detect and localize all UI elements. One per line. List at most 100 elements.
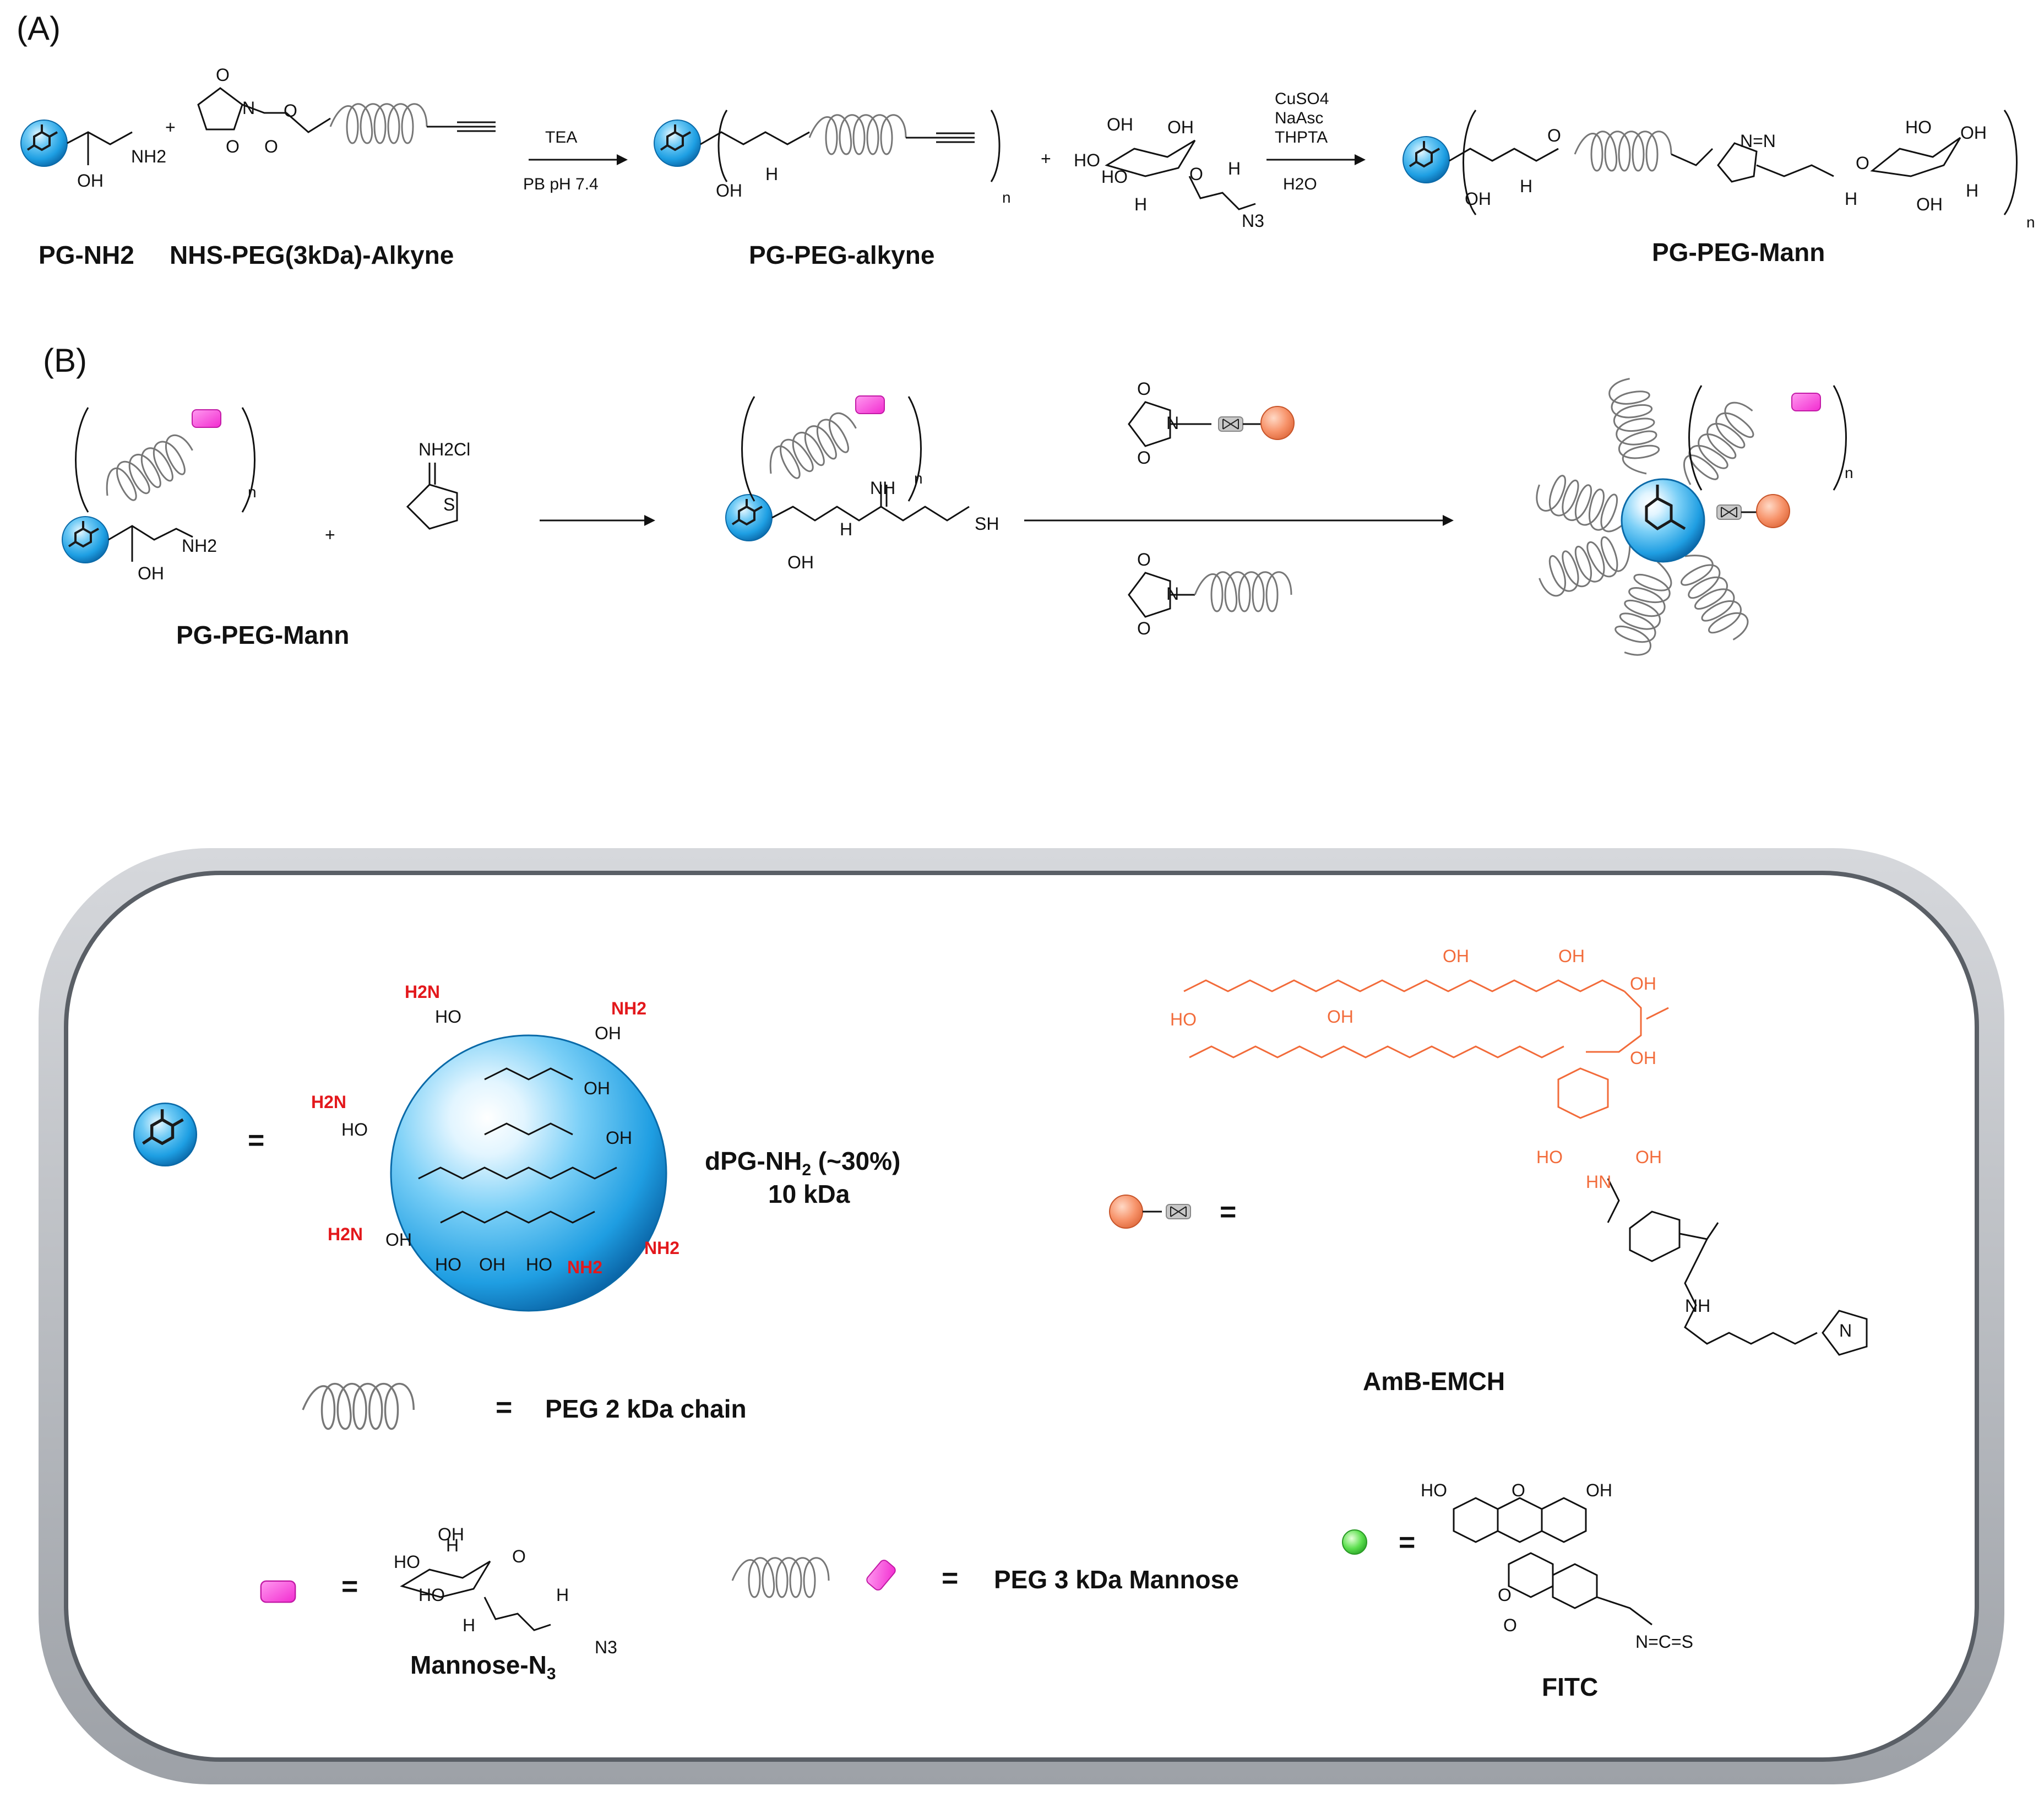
plus-2: + (1041, 149, 1051, 169)
fitc-ball-icon (1342, 1529, 1367, 1555)
mann-prod-h2: H (1845, 189, 1858, 209)
mann-prod-ho: HO (1905, 117, 1932, 137)
amb-oh-4: OH (1630, 974, 1656, 994)
mal1-o2: O (1137, 448, 1151, 468)
nhs-n: N (242, 98, 256, 118)
mann-l-oh: OH (438, 1524, 464, 1544)
amb-ho: HO (1170, 1009, 1197, 1029)
mal1-o1: O (1137, 379, 1151, 399)
core-nh2-1: NH2 (611, 998, 647, 1018)
amb-hn: HN (1586, 1172, 1612, 1192)
mann-l-h1: H (446, 1535, 459, 1555)
mann-l-ho1: HO (394, 1552, 420, 1572)
nhs-peg-name: NHS-PEG(3kDa)-Alkyne (170, 241, 454, 269)
eq-fitc: = (1399, 1527, 1416, 1559)
panel-a (20, 87, 2018, 215)
emch-n: N (1839, 1321, 1852, 1340)
pg-nh2-amine: NH2 (131, 146, 167, 166)
core-ho-4: HO (526, 1255, 552, 1274)
mann-prod-h: H (1520, 176, 1533, 196)
eq-mannose: = (341, 1571, 358, 1603)
mann-prod-n-sub: n (2026, 214, 2035, 231)
thiol-n-sub: n (914, 470, 923, 487)
emch-linker (1607, 1178, 1868, 1356)
nhs-o3: O (284, 101, 297, 121)
alkyne-a1 (427, 121, 496, 132)
eq-drug: = (1220, 1196, 1237, 1228)
mal2-n: N (1166, 584, 1179, 604)
fitc-o3: O (1503, 1615, 1517, 1635)
legend-frame (39, 848, 2004, 1784)
product-n-sub: n (1845, 464, 1853, 481)
thiol-oh: OH (787, 552, 814, 572)
thiol-sh: SH (975, 514, 999, 534)
emch-nh: NH (1685, 1296, 1711, 1316)
step1-condition: PB pH 7.4 (523, 175, 599, 193)
core-oh-5: OH (584, 1078, 610, 1098)
step2-cuso4: CuSO4 (1275, 90, 1329, 108)
mann-prod-oh: OH (1465, 189, 1491, 209)
core-oh-3: OH (479, 1255, 505, 1274)
mal1-n: N (1166, 413, 1179, 433)
plus-1: + (165, 117, 176, 137)
mann-a-oh1: OH (1107, 115, 1133, 134)
product-star-polymer (1530, 374, 1847, 661)
panel-b (61, 374, 1847, 661)
mann-l-ho2: HO (418, 1585, 445, 1605)
eq-core: = (248, 1125, 265, 1157)
panel-b-label: (B) (43, 342, 87, 379)
triazole-ring (1717, 142, 1758, 183)
step1-reagent: TEA (545, 128, 578, 146)
fitc-ho: HO (1421, 1480, 1447, 1500)
nhs-ring (197, 87, 243, 131)
mal2-o1: O (1137, 550, 1151, 569)
b-n-sub-1: n (248, 484, 257, 501)
step2-water: H2O (1283, 175, 1317, 193)
fitc-ncs: N=C=S (1635, 1632, 1693, 1652)
mannose-ring-a (1105, 139, 1196, 177)
mann-l-o: O (512, 1546, 526, 1566)
mann-a-ho2: HO (1101, 167, 1128, 187)
core-h2n-2: H2N (311, 1092, 347, 1112)
b-pg-peg-mann-name: PG-PEG-Mann (176, 621, 350, 649)
thiol-nh: NH (870, 478, 896, 498)
amb-emch-label: AmB-EMCH (1363, 1367, 1505, 1396)
dpg-mw: 10 kDa (768, 1180, 850, 1208)
core-ho-1: HO (435, 1007, 461, 1027)
amb-oh-2: OH (1443, 946, 1469, 966)
pg-nh2-name: PG-NH2 (39, 241, 134, 269)
peg3-mannose-label: PEG 3 kDa Mannose (994, 1565, 1239, 1594)
iminothiolane-s: S (443, 495, 455, 514)
mann-a-oh2: OH (1167, 117, 1194, 137)
mann-prod-h3: H (1966, 181, 1979, 200)
mannose-ring-b (1870, 137, 1961, 177)
fitc-o1: O (1512, 1480, 1525, 1500)
mann-a-h: H (1134, 194, 1148, 214)
fitc-o2: O (1498, 1585, 1512, 1605)
iminothiolane-salt: NH2Cl (418, 439, 471, 459)
mann-prod-o2: O (1856, 153, 1869, 173)
alkyne-amide-h: H (765, 164, 779, 184)
dpg-core-sphere (390, 1034, 667, 1312)
peg-helix-a1 (329, 103, 428, 144)
step2-naasc: NaAsc (1275, 109, 1324, 127)
alkyne-n-sub: n (1002, 189, 1011, 206)
core-ho-2: HO (341, 1120, 368, 1139)
fitc-label: FITC (1542, 1673, 1599, 1701)
peg2-label: PEG 2 kDa chain (545, 1394, 747, 1423)
panel-a-label: (A) (17, 10, 61, 47)
dpg-label: dPG-NH2 (~30%) (705, 1147, 901, 1180)
drug-ball-legend-icon (1109, 1195, 1143, 1229)
core-ho-3: HO (435, 1255, 461, 1274)
pg-peg-alkyne-name: PG-PEG-alkyne (749, 241, 935, 269)
nhs-o5: O (264, 137, 278, 156)
fitc-structure (1453, 1497, 1652, 1626)
alkyne-oh: OH (716, 181, 742, 200)
mannose-n3-label: Mannose-N3 (410, 1651, 556, 1684)
eq-peg3mann: = (942, 1562, 959, 1594)
drug-ball-icon (1260, 406, 1295, 440)
mann-l-h2: H (463, 1615, 476, 1635)
b-oh: OH (138, 563, 164, 583)
mal2-o2: O (1137, 618, 1151, 638)
